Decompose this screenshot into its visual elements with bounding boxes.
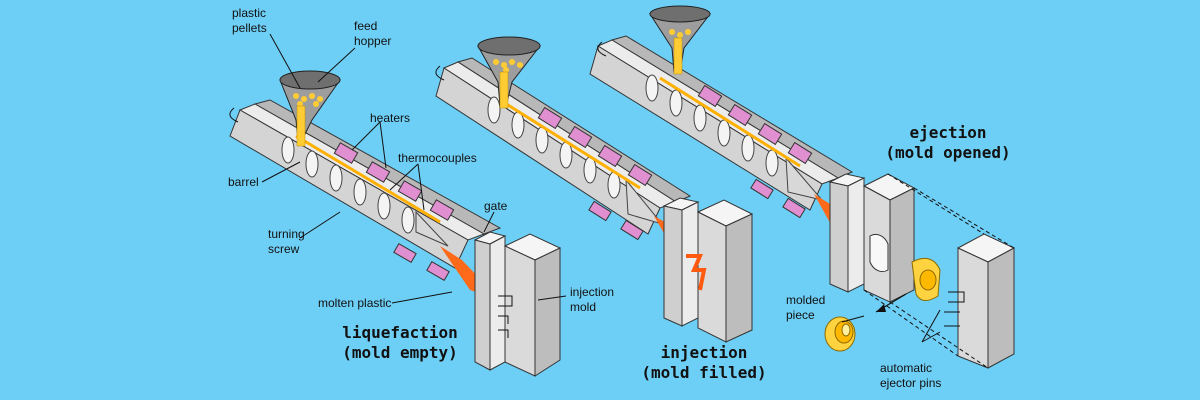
feed-channel [499,98,641,190]
injection-mold [662,197,754,343]
turning-screw [487,96,664,225]
pellet-column [296,105,306,147]
plastic-pellets-icon [669,29,691,38]
mold-opening-guides [863,173,1015,369]
mold-moving-half [944,233,1016,369]
label-gate: gate [484,199,508,213]
pellet-column [673,37,683,75]
label-heaters: heaters [370,111,410,125]
ejection-arrowhead-icon [876,304,886,312]
stage-title-ejection: ejection(mold opened) [885,123,1010,162]
feed-channel [295,134,441,224]
leader-lines [261,33,941,343]
feed-channel [659,76,801,168]
machine-liquefaction [229,70,562,377]
label-molten-plastic: molten plastic [318,296,391,310]
injection-mold [473,231,562,377]
turning-screw [281,136,449,247]
rotation-arrow-icon [597,41,607,57]
plastic-pellets-icon [293,93,323,107]
molded-piece-icon [824,257,941,352]
machine-ejection [589,5,1016,369]
heater-bands [537,106,653,241]
pellet-column [499,71,509,109]
machine-injection [435,36,754,343]
barrel-front [229,109,469,269]
heater-bands [697,84,813,219]
stage-title-injection: injection(mold filled) [641,343,766,382]
label-thermocouples: thermocouples [398,151,477,165]
stage-title-liquefaction: liquefaction(mold empty) [342,323,458,362]
label-barrel: barrel [228,175,259,189]
turning-screw [645,74,824,201]
rotation-arrow-icon [229,107,239,123]
plastic-pellets-icon [493,59,523,73]
heater-bands [333,142,455,282]
rotation-arrow-icon [435,65,445,81]
mold-fixed-half [828,173,916,303]
